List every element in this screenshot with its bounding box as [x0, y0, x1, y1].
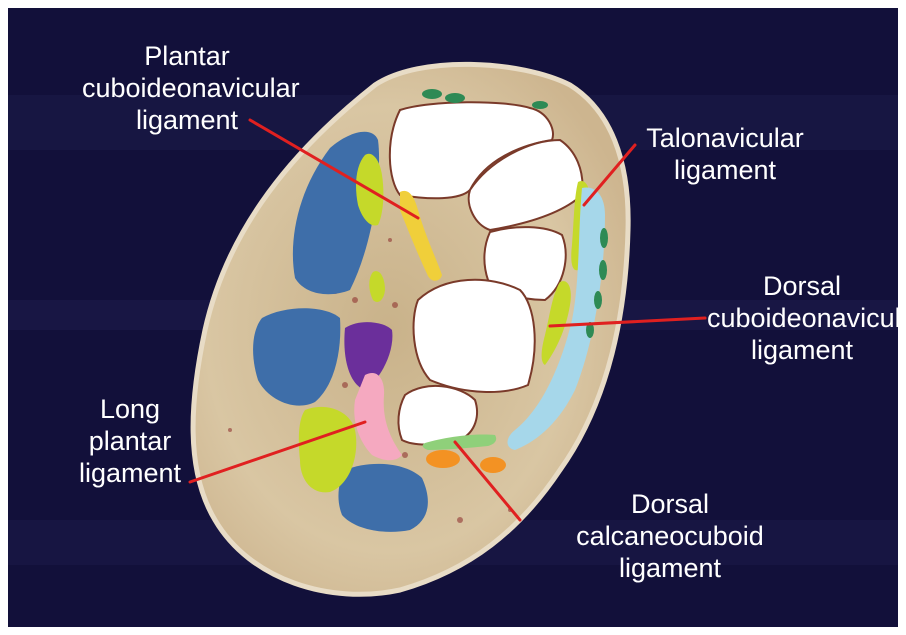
label-line: calcaneocuboid: [570, 520, 770, 552]
label-line: Plantar: [82, 40, 292, 72]
label-plantar-cuboideonavicular: Plantar cuboideonavicular ligament: [82, 40, 292, 136]
label-line: ligament: [707, 334, 897, 366]
label-dorsal-cuboideonavicular: Dorsal cuboideonavicular ligament: [707, 270, 897, 366]
label-line: cuboideonavicular: [82, 72, 292, 104]
label-line: ligament: [82, 104, 292, 136]
label-line: ligament: [570, 552, 770, 584]
label-line: Talonavicular: [640, 122, 810, 154]
label-line: ligament: [70, 457, 190, 489]
label-talonavicular: Talonavicular ligament: [640, 122, 810, 186]
label-line: cuboideonavicular: [707, 302, 897, 334]
cuneiform-bone: [414, 280, 535, 392]
label-line: Dorsal: [707, 270, 897, 302]
label-long-plantar: Long plantar ligament: [70, 393, 190, 489]
label-line: Dorsal: [570, 488, 770, 520]
label-dorsal-calcaneocuboid: Dorsal calcaneocuboid ligament: [570, 488, 770, 584]
label-line: plantar: [70, 425, 190, 457]
label-line: ligament: [640, 154, 810, 186]
muscle-bottom: [338, 464, 427, 532]
label-line: Long: [70, 393, 190, 425]
